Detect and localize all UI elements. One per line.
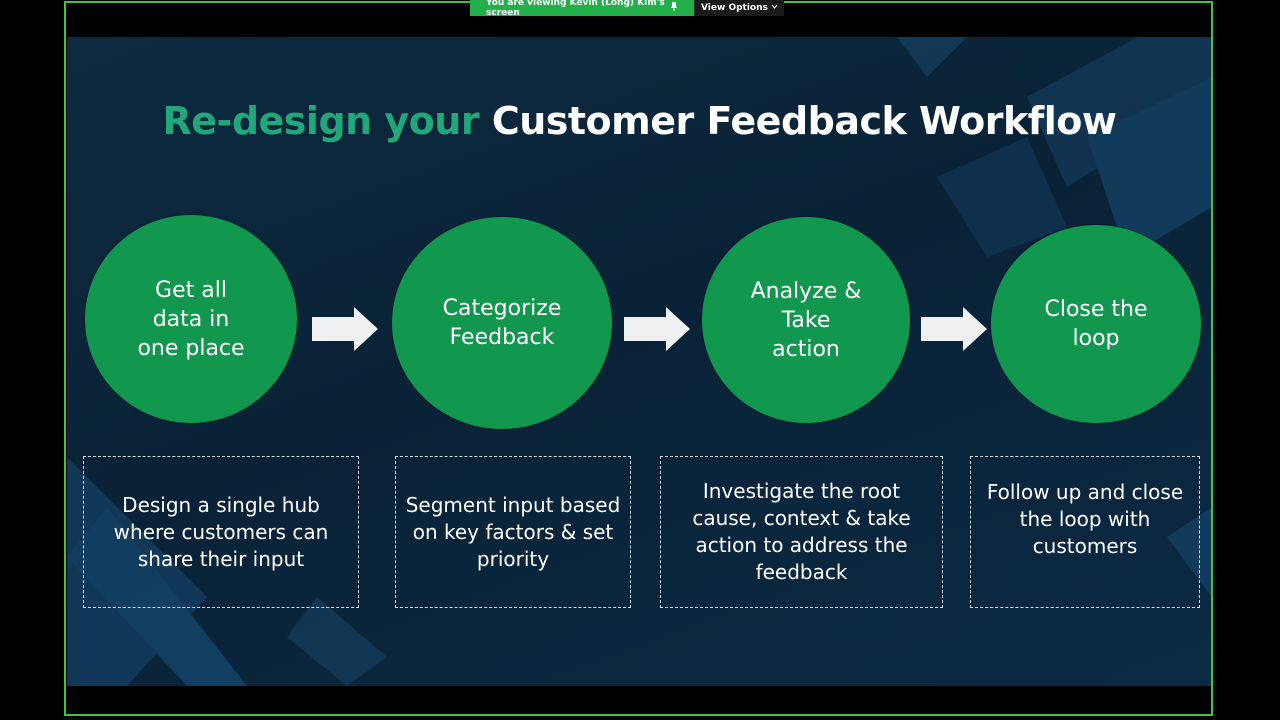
view-options-button[interactable]: View Options (694, 0, 784, 16)
arrow-right-icon (624, 307, 690, 351)
viewing-text: You are viewing Kevin (Long) Kim's scree… (486, 0, 665, 18)
step-description-1: Design a single hub where customers can … (83, 456, 359, 608)
background-decoration (67, 37, 1211, 686)
step-description-4: Follow up and close the loop with custom… (970, 456, 1200, 608)
step-circle-3: Analyze & Take action (702, 217, 910, 423)
screen-share-banner: You are viewing Kevin (Long) Kim's scree… (470, 0, 784, 18)
step-circle-4: Close the loop (991, 225, 1201, 423)
title-accent: Re-design your (162, 99, 480, 143)
title-main: Customer Feedback Workflow (491, 99, 1117, 143)
pin-icon (670, 2, 678, 14)
step-description-2: Segment input based on key factors & set… (395, 456, 631, 608)
slide-title: Re-design your Customer Feedback Workflo… (67, 99, 1211, 143)
shared-screen-frame: Re-design your Customer Feedback Workflo… (64, 1, 1213, 716)
step-description-3: Investigate the root cause, context & ta… (660, 456, 943, 608)
viewing-screen-label: You are viewing Kevin (Long) Kim's scree… (470, 0, 694, 18)
presentation-slide: Re-design your Customer Feedback Workflo… (67, 37, 1211, 686)
arrow-right-icon (921, 307, 987, 351)
step-circle-1: Get all data in one place (85, 215, 297, 423)
chevron-down-icon (771, 3, 778, 13)
view-options-label: View Options (701, 3, 768, 13)
arrow-right-icon (312, 307, 378, 351)
step-circle-2: Categorize Feedback (392, 217, 612, 429)
